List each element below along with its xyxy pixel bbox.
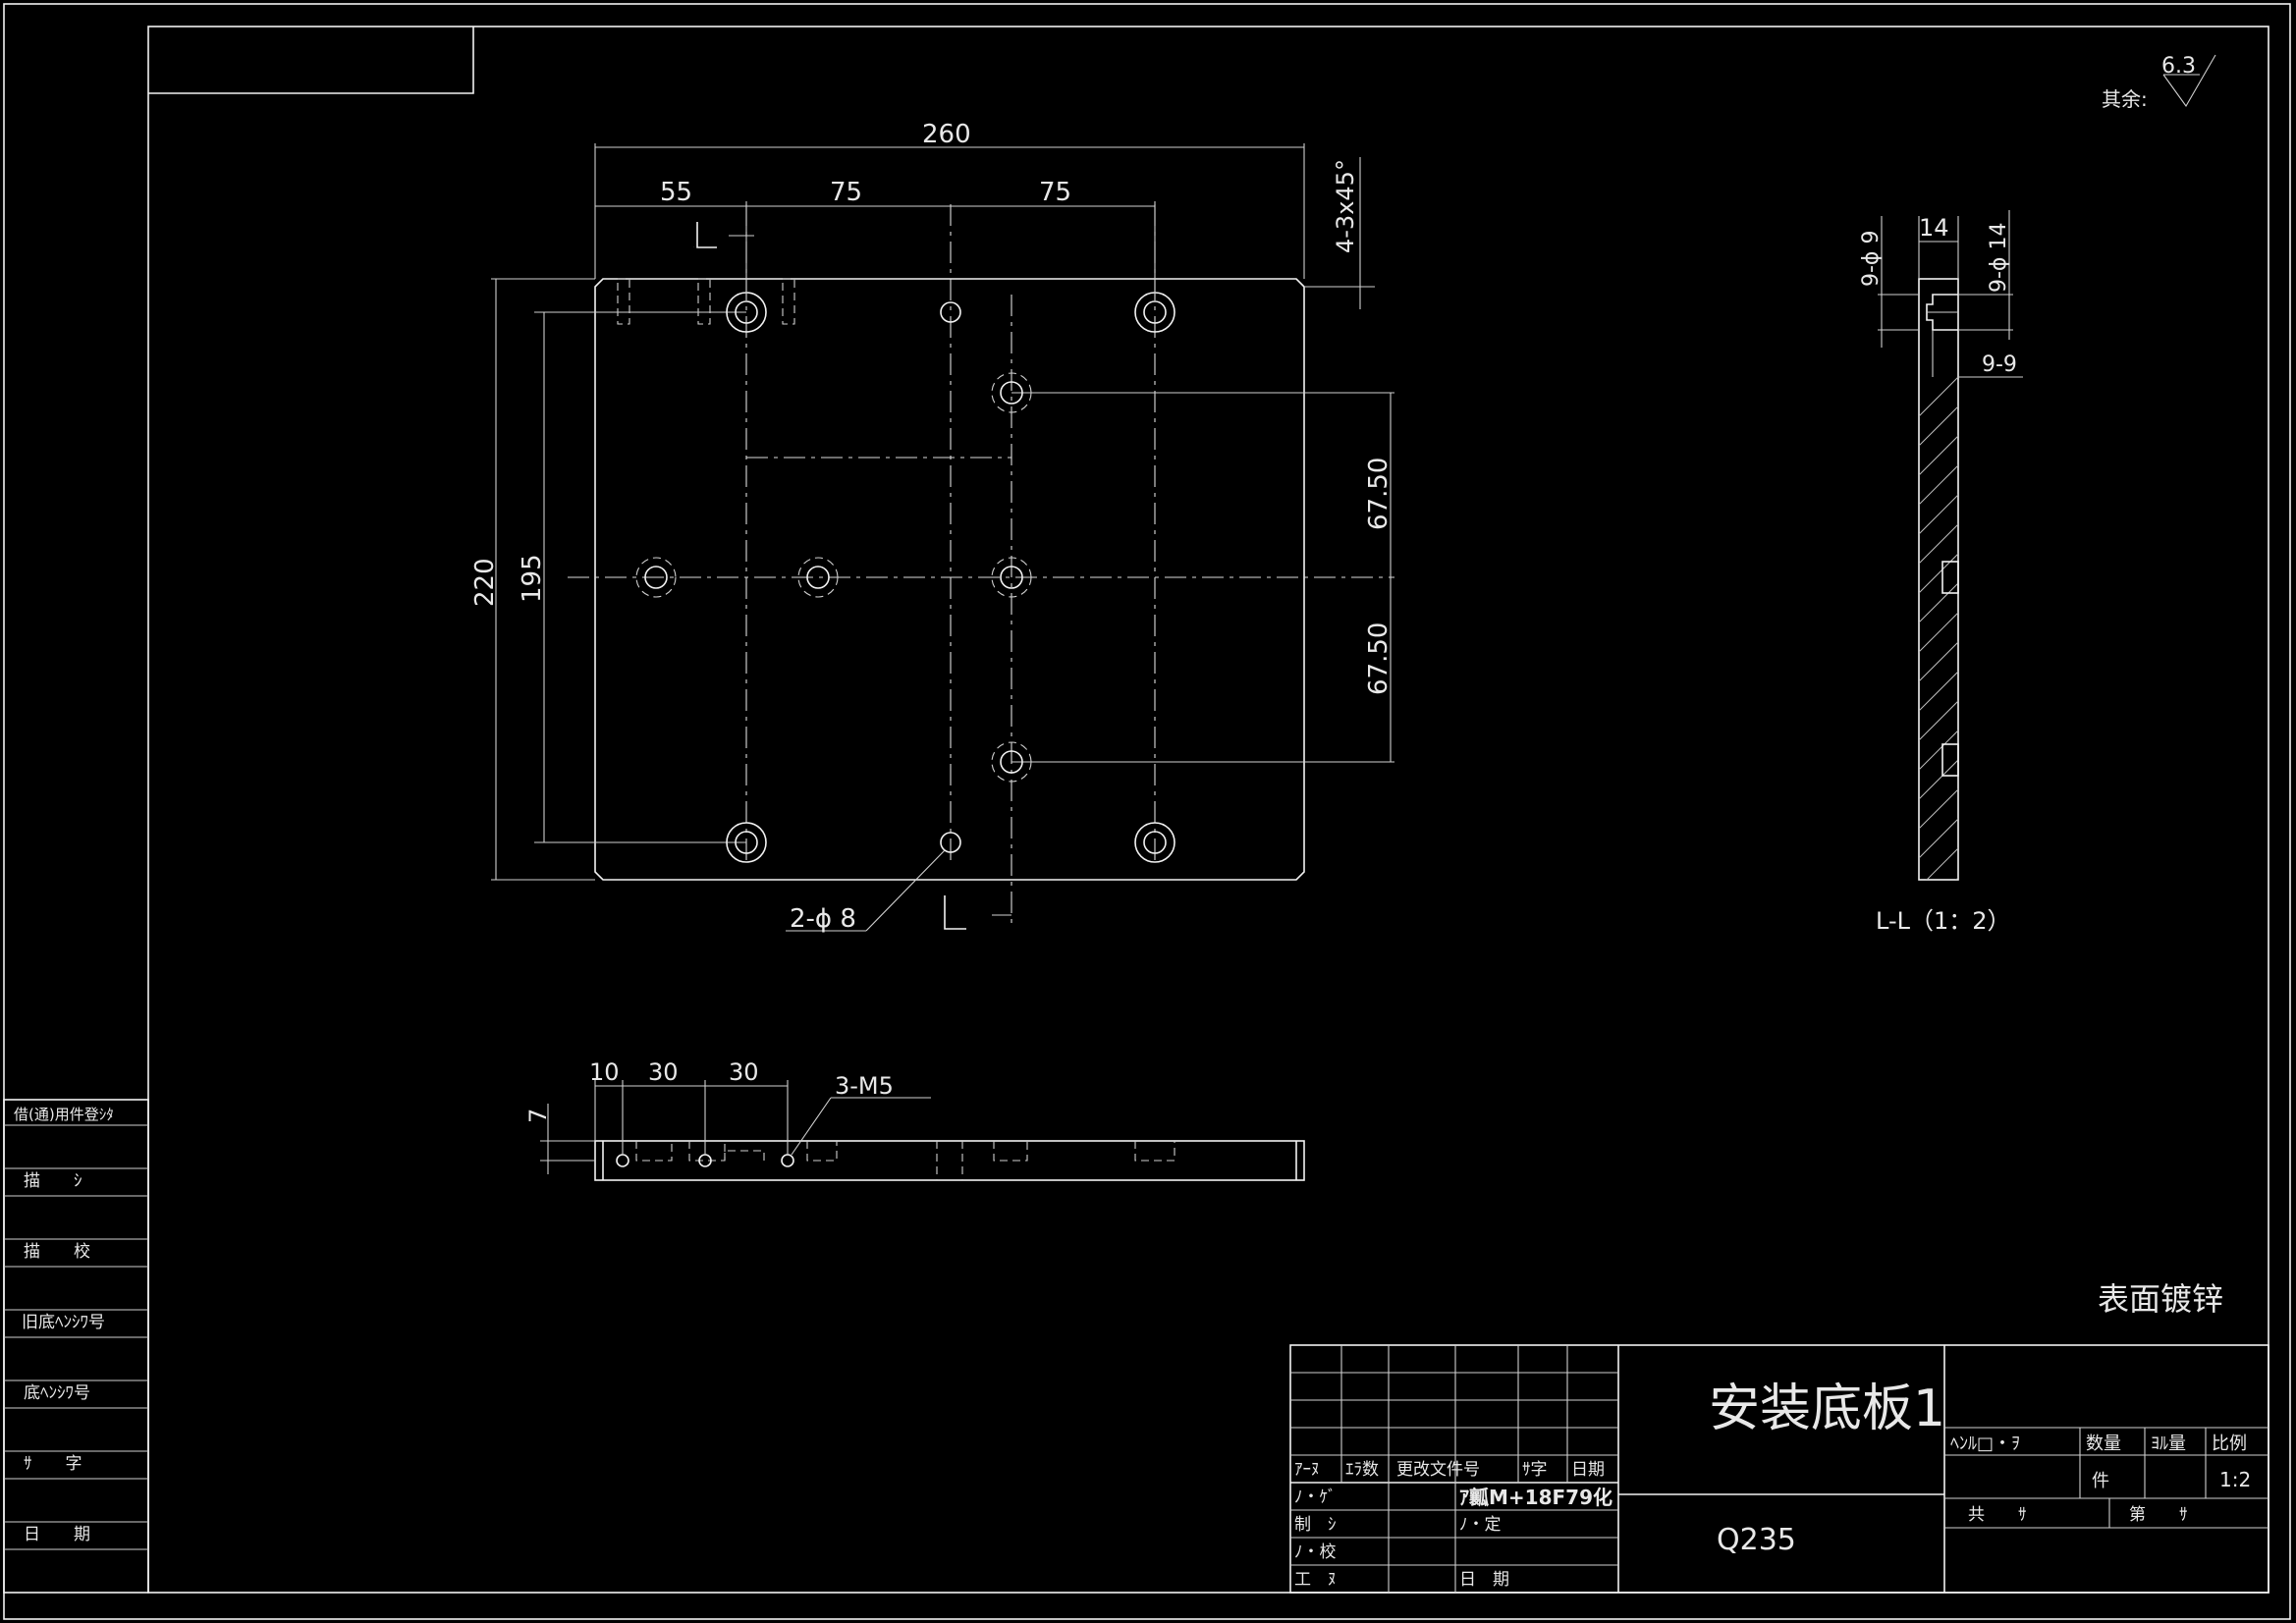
dim-pitch-bottom: 67.50 bbox=[1364, 622, 1394, 695]
sign-row-3-label: 工 ﾇ bbox=[1294, 1570, 1337, 1590]
section-caption: L-L（1：2） bbox=[1876, 907, 2011, 935]
strip-label-4: 底ﾍﾝｼﾜ号 bbox=[24, 1383, 90, 1403]
top-dimensions: 260 55 75 75 L bbox=[594, 120, 1305, 295]
strip-label-3: 旧底ﾍﾝｼﾜ号 bbox=[22, 1313, 105, 1332]
thread-callout: 3-M5 bbox=[835, 1072, 894, 1100]
left-strip: 借(通)用件登ｼﾀ 描 ｼ 描 校 旧底ﾍﾝｼﾜ号 底ﾍﾝｼﾜ号 ｻ 字 日 期 bbox=[3, 1099, 149, 1594]
strip-label-1: 描 ｼ bbox=[24, 1171, 82, 1191]
sign-row-1-right: ﾉ・定 bbox=[1459, 1515, 1502, 1535]
unit-value: 件 bbox=[2092, 1471, 2109, 1491]
counterbore-hole-br bbox=[1134, 822, 1175, 863]
section-view: 14 9-ϕ 9 9-ϕ 14 9-9 L-L（1：2） bbox=[1859, 210, 2023, 935]
plan-view: 260 55 75 75 L 4-3x45° 220 195 bbox=[470, 120, 1394, 934]
section-mark-top: L bbox=[693, 246, 694, 248]
counterbore-hole-mc bbox=[797, 557, 839, 598]
part-name: 安装底板1 bbox=[1709, 1380, 1945, 1438]
surface-note: 表面镀锌 bbox=[2098, 1280, 2223, 1318]
counterbore-hole-c bbox=[991, 557, 1032, 598]
strip-label-5: ｻ 字 bbox=[24, 1454, 82, 1474]
dim-front-10: 10 bbox=[589, 1058, 620, 1086]
rev-header-4: 日期 bbox=[1571, 1460, 1605, 1480]
front-view: 10 30 30 7 3-M5 bbox=[524, 1058, 1305, 1181]
surface-roughness-symbol: 其余: 6.3 bbox=[2102, 54, 2216, 111]
dim-hole-b: 9-ϕ 14 bbox=[1987, 223, 2011, 293]
rev-header-0: ｱｰﾇ bbox=[1294, 1460, 1320, 1480]
material: Q235 bbox=[1717, 1523, 1796, 1557]
rev-header-3: ｻ字 bbox=[1522, 1460, 1548, 1480]
counterbore-hole-rb bbox=[991, 741, 1032, 783]
dim-overall-height: 220 bbox=[470, 558, 500, 607]
plate-outline bbox=[594, 278, 1305, 881]
dim-hole-a: 9-ϕ 9 bbox=[1859, 231, 1884, 287]
sign-row-3-right: 日 期 bbox=[1459, 1570, 1509, 1590]
chamfer-callout: 4-3x45° bbox=[1304, 157, 1375, 309]
roughness-label: 其余: bbox=[2102, 87, 2148, 111]
hidden-thread-holes bbox=[617, 278, 795, 325]
sign-row-2-label: ﾉ・校 bbox=[1294, 1542, 1337, 1562]
rev-header-1: ｴﾗ数 bbox=[1345, 1460, 1379, 1480]
section-mark-bottom bbox=[944, 895, 1011, 930]
strip-label-2: 描 校 bbox=[24, 1242, 90, 1262]
sign-row-0-right: ｱ瓤M+18F79化 bbox=[1459, 1486, 1613, 1509]
dim-overall-width: 260 bbox=[922, 120, 971, 149]
dim-thickness: 14 bbox=[1919, 214, 1949, 242]
pin-hole-bottom bbox=[940, 832, 961, 853]
sign-row-1-label: 制 ｼ bbox=[1294, 1515, 1337, 1535]
sheet-frame bbox=[3, 3, 2291, 1620]
sign-row-0-label: ﾉ・ｹﾞ bbox=[1294, 1488, 1337, 1507]
left-dimensions: 220 195 bbox=[470, 278, 595, 881]
sheet-total: 共 ｻ bbox=[1968, 1505, 2027, 1525]
rev-header-2: 更改文件号 bbox=[1396, 1460, 1480, 1480]
right-dimensions: 67.50 67.50 bbox=[1364, 393, 1394, 762]
dim-depth: 9-9 bbox=[1982, 352, 2017, 377]
info-header-2: ﾖﾙ量 bbox=[2151, 1434, 2186, 1454]
dim-seg-55: 55 bbox=[660, 178, 692, 207]
counterbore-hole-ml bbox=[635, 557, 677, 598]
dim-front-7: 7 bbox=[524, 1109, 552, 1123]
dim-hole-span: 195 bbox=[518, 554, 547, 603]
dim-front-30b: 30 bbox=[729, 1058, 759, 1086]
sheet-number: 第 ｻ bbox=[2129, 1505, 2188, 1525]
dim-pitch-top: 67.50 bbox=[1364, 458, 1394, 530]
dim-seg-75b: 75 bbox=[1039, 178, 1071, 207]
pin-hole-leader: 2-ϕ 8 bbox=[786, 849, 946, 934]
title-block: ｱｰﾇ ｴﾗ数 更改文件号 ｻ字 日期 ﾉ・ｹﾞ ｱ瓤M+18F79化 制 ｼ … bbox=[1289, 1344, 2269, 1594]
roughness-value: 6.3 bbox=[2161, 54, 2196, 79]
strip-label-6: 日 期 bbox=[24, 1525, 90, 1544]
info-header-0: ﾍﾝﾙ□・ｦ bbox=[1950, 1434, 2020, 1454]
section-outline bbox=[1918, 278, 1959, 881]
dim-front-30a: 30 bbox=[648, 1058, 679, 1086]
info-header-1: 数量 bbox=[2086, 1434, 2121, 1454]
pin-hole-callout: 2-ϕ 8 bbox=[790, 904, 856, 934]
dim-seg-75a: 75 bbox=[830, 178, 862, 207]
scale-value: 1:2 bbox=[2219, 1468, 2251, 1491]
info-header-3: 比例 bbox=[2212, 1434, 2247, 1454]
dim-chamfer: 4-3x45° bbox=[1332, 159, 1359, 253]
counterbore-hole-rt bbox=[991, 372, 1032, 413]
pin-hole-top bbox=[940, 301, 961, 323]
counterbore-hole-bl bbox=[726, 822, 767, 863]
strip-label-0: 借(通)用件登ｼﾀ bbox=[14, 1106, 114, 1123]
